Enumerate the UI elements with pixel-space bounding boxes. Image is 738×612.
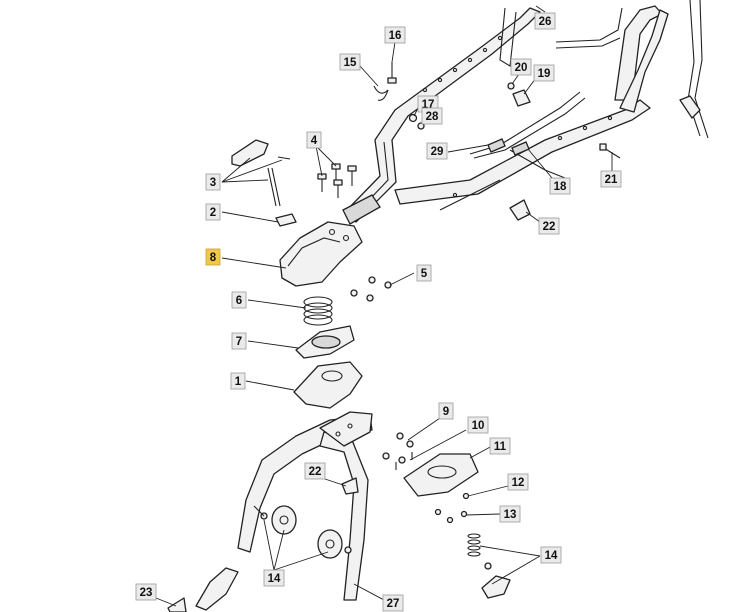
- housing-part-1: [293, 361, 363, 409]
- callout-box: [467, 416, 489, 434]
- callout-c26: 26: [534, 12, 556, 30]
- callout-box: [384, 26, 406, 44]
- callout-box: [416, 264, 432, 282]
- callout-number: 9: [443, 406, 449, 418]
- callout-c7: 7: [231, 332, 247, 350]
- callout-c10: 10: [467, 416, 489, 434]
- callout-number: 2: [210, 207, 216, 219]
- callout-c20: 20: [510, 58, 532, 76]
- callout-c22b: 22: [304, 462, 326, 480]
- callout-c3: 3: [205, 173, 221, 191]
- callout-c21: 21: [600, 170, 622, 188]
- callout-number: 16: [389, 30, 402, 42]
- callout-box: [382, 594, 404, 612]
- callout-c1: 1: [230, 372, 246, 390]
- callout-box: [263, 569, 285, 587]
- callout-box: [600, 170, 622, 188]
- callout-number: 23: [140, 587, 153, 599]
- lower-handle-part-27: [237, 411, 373, 601]
- callout-c14a: 14: [540, 546, 562, 564]
- handle-mount-part-8: [279, 221, 363, 287]
- callout-box: [507, 473, 529, 491]
- callout-c23: 23: [135, 583, 157, 601]
- callout-number: 11: [494, 441, 507, 453]
- callout-c11: 11: [489, 437, 511, 455]
- callout-number: 20: [515, 62, 528, 74]
- callout-c15: 15: [339, 53, 361, 71]
- callout-box: [135, 583, 157, 601]
- callout-number: 12: [512, 477, 525, 489]
- callout-c22a: 22: [538, 217, 560, 235]
- callout-number: 28: [426, 111, 439, 123]
- callout-number: 5: [421, 268, 428, 280]
- callout-number: 19: [538, 68, 551, 80]
- callout-c28: 28: [421, 107, 443, 125]
- callout-number: 18: [554, 181, 567, 193]
- callout-c19: 19: [533, 64, 555, 82]
- callout-box: [534, 12, 556, 30]
- leader-lines: [155, 5, 613, 607]
- callout-box: [230, 372, 246, 390]
- callout-number: 10: [472, 420, 485, 432]
- callout-box: [421, 107, 443, 125]
- callout-number: 14: [268, 573, 281, 585]
- callout-c4: 4: [306, 131, 322, 149]
- callout-box: [339, 53, 361, 71]
- callout-number: 27: [387, 598, 400, 610]
- callout-c14b: 14: [263, 569, 285, 587]
- callout-box: [426, 142, 448, 160]
- callout-box: [489, 437, 511, 455]
- callout-number: 1: [235, 376, 242, 388]
- callout-number: 15: [344, 57, 357, 69]
- callout-number: 6: [236, 295, 242, 307]
- plate-part-7: [295, 325, 355, 359]
- callout-box: [549, 177, 571, 195]
- spring-part-6: [303, 296, 333, 326]
- callout-box: [306, 131, 322, 149]
- callout-number: 4: [311, 135, 318, 147]
- callout-c12: 12: [507, 473, 529, 491]
- callout-number: 22: [309, 466, 322, 478]
- callout-number: 29: [431, 146, 444, 158]
- lower-hardware: [167, 477, 359, 612]
- callout-c13: 13: [499, 505, 521, 523]
- callout-c2: 2: [205, 203, 221, 221]
- callout-box: [499, 505, 521, 523]
- callout-box: [205, 248, 221, 266]
- callout-box: [438, 402, 454, 420]
- callout-c29: 29: [426, 142, 448, 160]
- callout-number: 26: [539, 16, 552, 28]
- callout-box: [205, 173, 221, 191]
- callout-box: [205, 203, 221, 221]
- callout-number: 7: [236, 336, 242, 348]
- callout-number: 21: [605, 174, 618, 186]
- callout-c6: 6: [231, 291, 247, 309]
- upper-hardware: [317, 62, 621, 221]
- callout-box: [231, 291, 247, 309]
- right-lower-assembly: [382, 432, 511, 599]
- callout-number: 3: [210, 177, 216, 189]
- callout-box: [510, 58, 532, 76]
- callout-box: [540, 546, 562, 564]
- callout-c5: 5: [416, 264, 432, 282]
- callout-number: 14: [545, 550, 558, 562]
- callout-box: [538, 217, 560, 235]
- callout-c27: 27: [382, 594, 404, 612]
- callout-c9: 9: [438, 402, 454, 420]
- callout-box: [304, 462, 326, 480]
- callout-box: [533, 64, 555, 82]
- callout-c8: 8: [205, 248, 221, 266]
- callout-c18: 18: [549, 177, 571, 195]
- callout-box: [231, 332, 247, 350]
- callout-number: 13: [504, 509, 517, 521]
- lever-assembly: [231, 139, 297, 227]
- callout-c16: 16: [384, 26, 406, 44]
- nuts-part-5: [350, 276, 392, 302]
- callout-number: 8: [210, 252, 217, 264]
- callout-number: 22: [543, 221, 556, 233]
